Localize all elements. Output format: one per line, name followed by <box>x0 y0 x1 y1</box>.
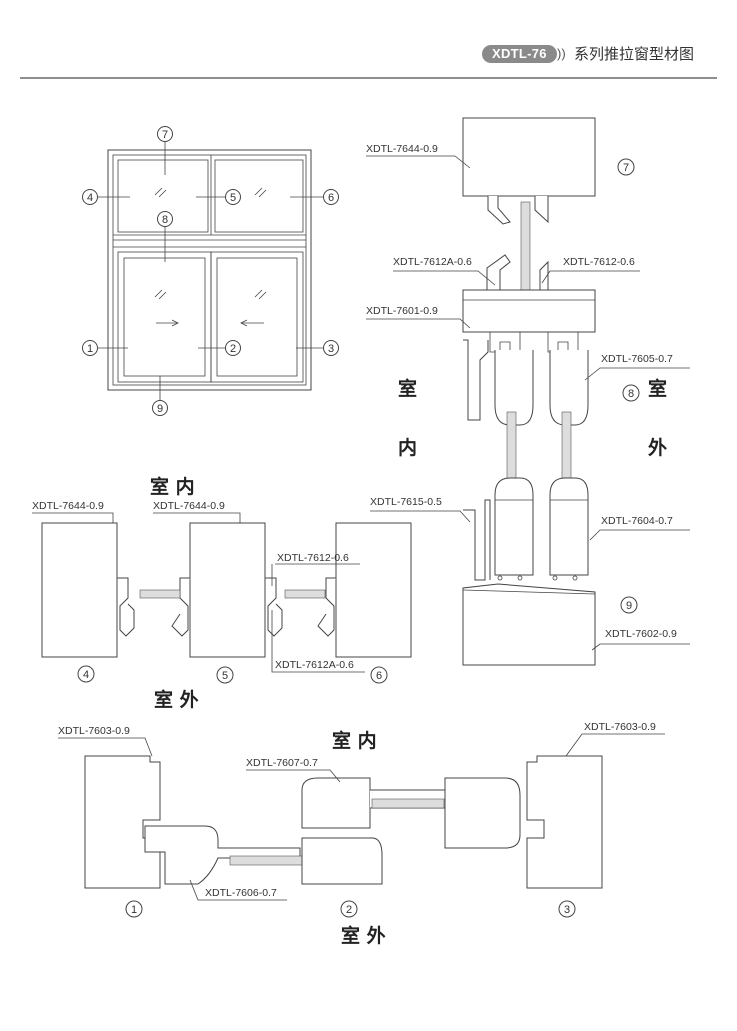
diagram-text: 5 <box>222 670 228 682</box>
diagram-text: 9 <box>157 403 163 415</box>
marker-3-section: 3 <box>558 900 576 918</box>
label-right-7603: XDTL-7603-0.9 <box>584 721 656 733</box>
diagram-text: 3 <box>328 343 334 355</box>
indoor-label-mid: 室 内 <box>150 475 195 498</box>
diagram-text: 8 <box>628 388 634 400</box>
label-mid-7612: XDTL-7612-0.6 <box>277 552 349 564</box>
diagram-text: 5 <box>230 192 236 204</box>
label-left-7644: XDTL-7644-0.9 <box>32 500 104 512</box>
marker-7-section: 7 <box>617 158 635 176</box>
diagram-text: 6 <box>376 670 382 682</box>
diagram-group <box>366 155 690 651</box>
diagram-text: 7 <box>623 162 629 174</box>
marker-9: 9 <box>152 400 168 416</box>
marker-8: 8 <box>157 211 173 227</box>
label-7607: XDTL-7607-0.7 <box>246 757 318 769</box>
marker-2-section: 2 <box>340 900 358 918</box>
marker-6-section: 6 <box>370 666 388 684</box>
indoor-label-2: 内 <box>398 436 417 459</box>
label-left-7603: XDTL-7603-0.9 <box>58 725 130 737</box>
series-badge: XDTL-76 <box>482 45 557 63</box>
indoor-label-bottom: 室 内 <box>332 729 377 752</box>
diagram-group <box>156 319 264 327</box>
page-header: XDTL-76 )) 系列推拉窗型材图 <box>0 0 737 80</box>
label-7615: XDTL-7615-0.5 <box>370 496 442 508</box>
indoor-label-1: 室 <box>398 377 417 400</box>
marker-3: 3 <box>323 340 339 356</box>
diagram-text: 4 <box>83 669 89 681</box>
label-7604: XDTL-7604-0.7 <box>601 515 673 527</box>
vertical-section: XDTL-7644-0.9 XDTL-7612A-0.6 XDTL-7612-0… <box>366 117 690 666</box>
label-7606: XDTL-7606-0.7 <box>205 887 277 899</box>
marker-9-section: 9 <box>620 596 638 614</box>
diagram-text: 9 <box>626 600 632 612</box>
diagram-group <box>489 332 579 353</box>
diagram-group <box>32 512 365 673</box>
outdoor-label-2: 外 <box>648 436 667 459</box>
marker-4-section: 4 <box>77 665 95 683</box>
marker-1: 1 <box>82 340 98 356</box>
chevron-right-icon: )) <box>557 46 566 61</box>
diagram-group <box>58 733 665 901</box>
diagram-text: 1 <box>87 343 93 355</box>
diagram-group <box>154 187 267 300</box>
marker-2: 2 <box>225 340 241 356</box>
label-7605: XDTL-7605-0.7 <box>601 353 673 365</box>
label-7601: XDTL-7601-0.9 <box>366 305 438 317</box>
window-elevation: 7 4 5 6 8 1 2 3 9 <box>82 126 339 416</box>
outdoor-label-mid: 室 外 <box>154 688 199 711</box>
marker-4: 4 <box>82 189 98 205</box>
label-7602: XDTL-7602-0.9 <box>605 628 677 640</box>
marker-7: 7 <box>157 126 173 142</box>
marker-5: 5 <box>225 189 241 205</box>
diagram-group <box>497 575 578 581</box>
diagram-text: 2 <box>230 343 236 355</box>
diagram-text: 4 <box>87 192 93 204</box>
marker-6: 6 <box>323 189 339 205</box>
diagram-text: 8 <box>162 214 168 226</box>
mullion-section: 室 内 室 外 XDTL-7644-0.9 XDTL-7644-0.9 XDTL… <box>32 475 412 711</box>
outdoor-label-bottom: 室 外 <box>341 924 386 947</box>
jamb-section: 室 内 室 外 XDTL-7603-0.9 XDTL-7603-0.9 XDTL… <box>58 721 665 947</box>
diagram-text: 2 <box>346 904 352 916</box>
outdoor-label-1: 室 <box>648 377 667 400</box>
page-title: 系列推拉窗型材图 <box>574 45 695 63</box>
diagram-text: 7 <box>162 129 168 141</box>
diagram-group <box>97 141 323 400</box>
marker-1-section: 1 <box>125 900 143 918</box>
label-7644: XDTL-7644-0.9 <box>366 143 438 155</box>
diagram-text: 3 <box>564 904 570 916</box>
label-7612: XDTL-7612-0.6 <box>563 256 635 268</box>
header-divider <box>20 77 717 79</box>
diagram-text: 6 <box>328 192 334 204</box>
label-mid-7644: XDTL-7644-0.9 <box>153 500 225 512</box>
label-7612a: XDTL-7612A-0.6 <box>393 256 472 268</box>
marker-8-section: 8 <box>622 384 640 402</box>
label-mid-7612a: XDTL-7612A-0.6 <box>275 659 354 671</box>
marker-5-section: 5 <box>216 666 234 684</box>
diagram-text: 1 <box>131 904 137 916</box>
